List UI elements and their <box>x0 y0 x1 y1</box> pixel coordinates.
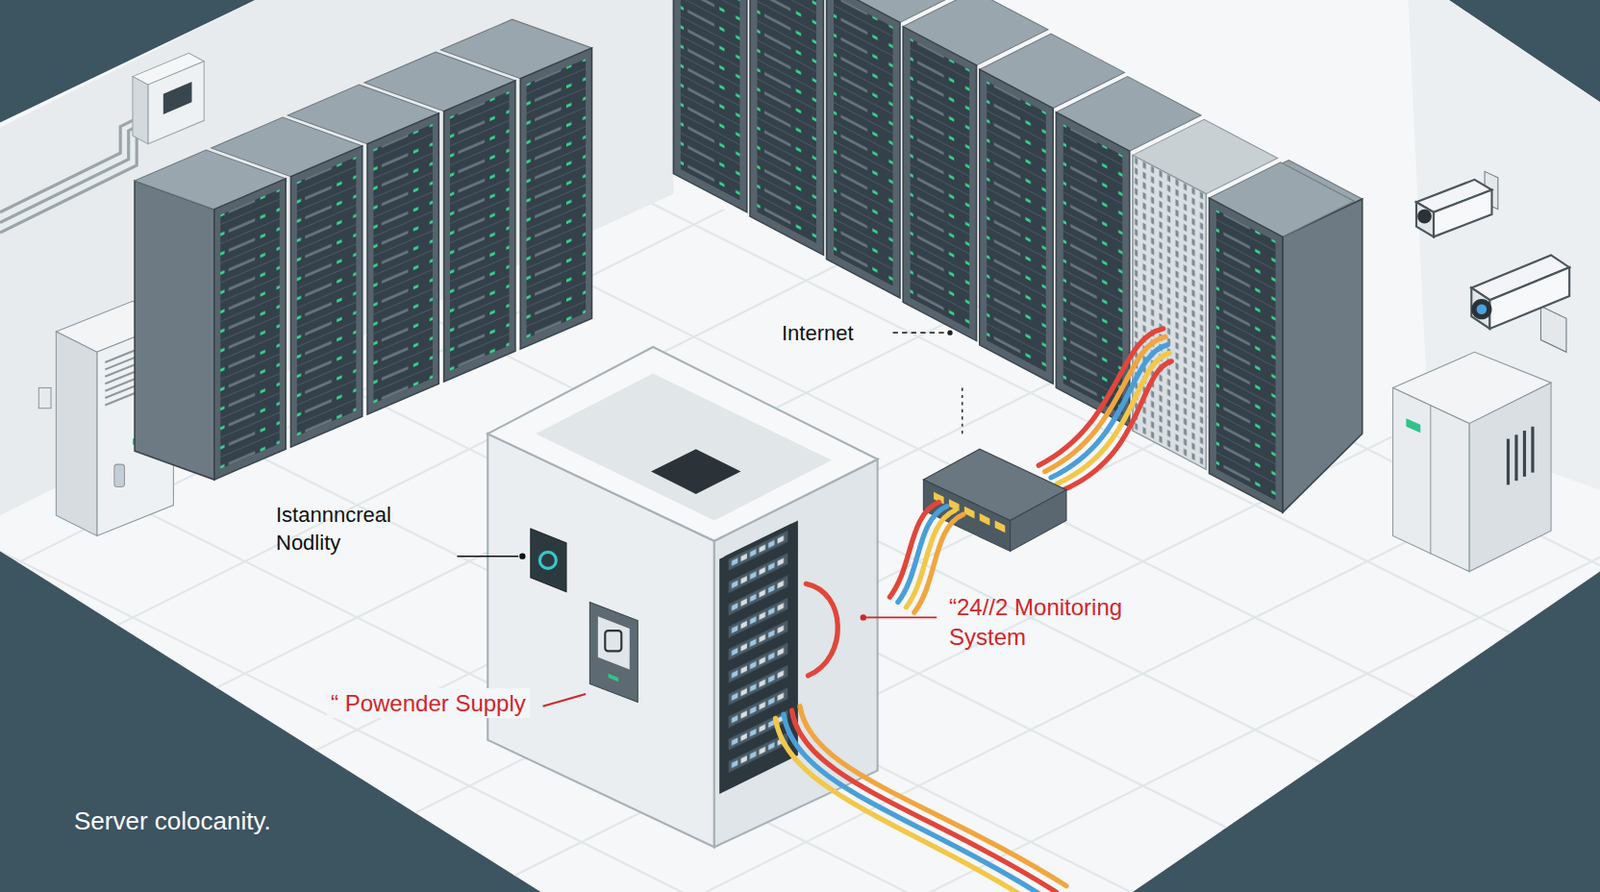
power-label: “ Powender Supply <box>326 688 530 719</box>
internet-label: Internet <box>781 320 854 349</box>
monitoring-label: “24//2 Monitoring System <box>949 592 1185 652</box>
access-label: Istannncreal Nodlity <box>275 501 440 557</box>
caption-text: Server colocanity. <box>74 805 272 839</box>
